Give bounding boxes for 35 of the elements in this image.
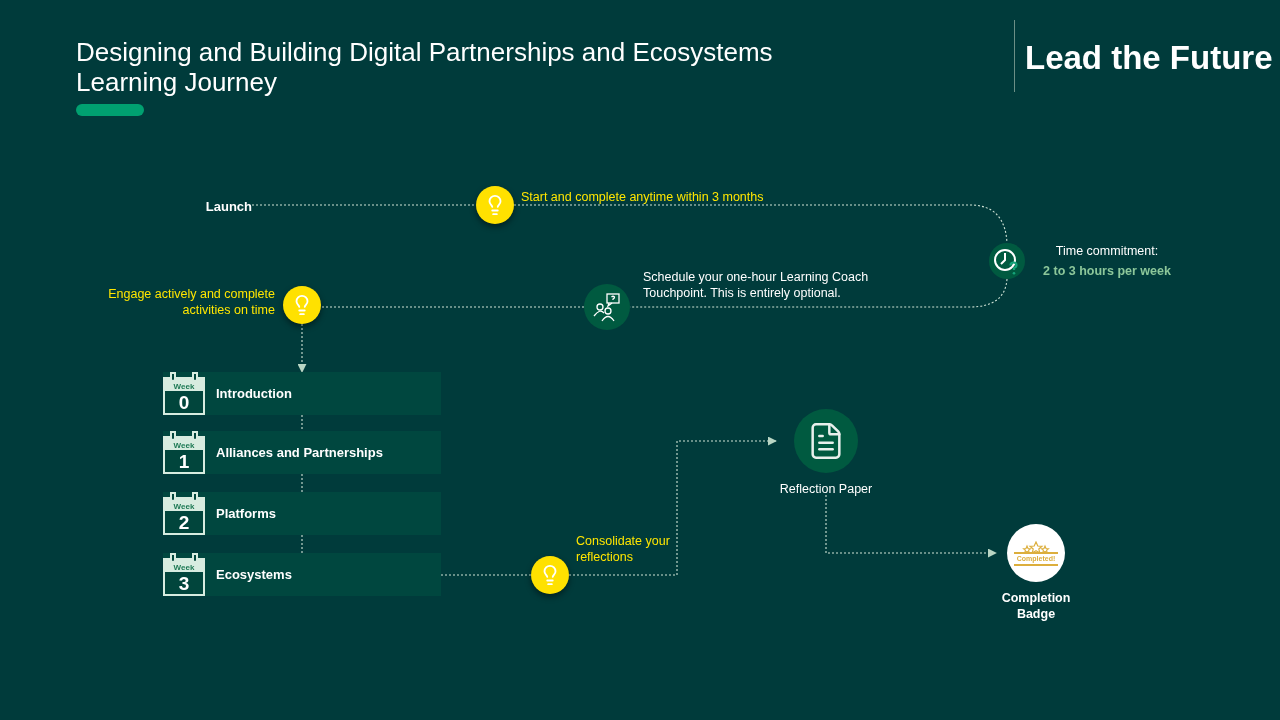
tip-text: Consolidate your reflections (576, 533, 671, 565)
tip-text: Engage actively and complete activities on time (107, 286, 275, 318)
module-title: Platforms (216, 504, 276, 523)
week-number: 0 (177, 391, 191, 413)
module-title: Ecosystems (216, 565, 292, 584)
dotted-connector (629, 278, 1008, 308)
week-number: 3 (177, 572, 191, 594)
week-label: Week (165, 379, 203, 391)
page-title: Designing and Building Digital Partnerships and Ecosystems Learning Journey (76, 37, 774, 97)
week-number: 1 (177, 450, 191, 472)
week-band (163, 492, 441, 535)
dotted-connector (320, 306, 585, 308)
week-label: Week (165, 499, 203, 511)
week-band (163, 372, 441, 415)
tip-text: Start and complete anytime within 3 months (521, 189, 764, 205)
dotted-arrow (297, 323, 307, 373)
week-label: Week (165, 438, 203, 450)
module-title: Introduction (216, 384, 292, 403)
dotted-arrow (825, 494, 997, 558)
dotted-connector (301, 414, 303, 432)
module-title: Alliances and Partnerships (216, 443, 383, 462)
week-number: 2 (177, 511, 191, 533)
week-band (163, 553, 441, 596)
dotted-connector (301, 534, 303, 554)
week-label: Week (165, 560, 203, 572)
dotted-connector (301, 473, 303, 493)
tagline: Lead the Future (1025, 38, 1273, 78)
note-text: Schedule your one-hour Learning Coach Touchpoint. This is entirely optional. (643, 269, 870, 301)
week-band (163, 431, 441, 474)
node-caption: Reflection Paper (779, 481, 873, 497)
stage-label: Launch (170, 197, 252, 217)
node-caption: Completion Badge (1000, 590, 1072, 622)
time-value: 2 to 3 hours per week (1043, 263, 1171, 279)
note-text: Time commitment: (1055, 243, 1159, 259)
dotted-connector (251, 204, 477, 206)
